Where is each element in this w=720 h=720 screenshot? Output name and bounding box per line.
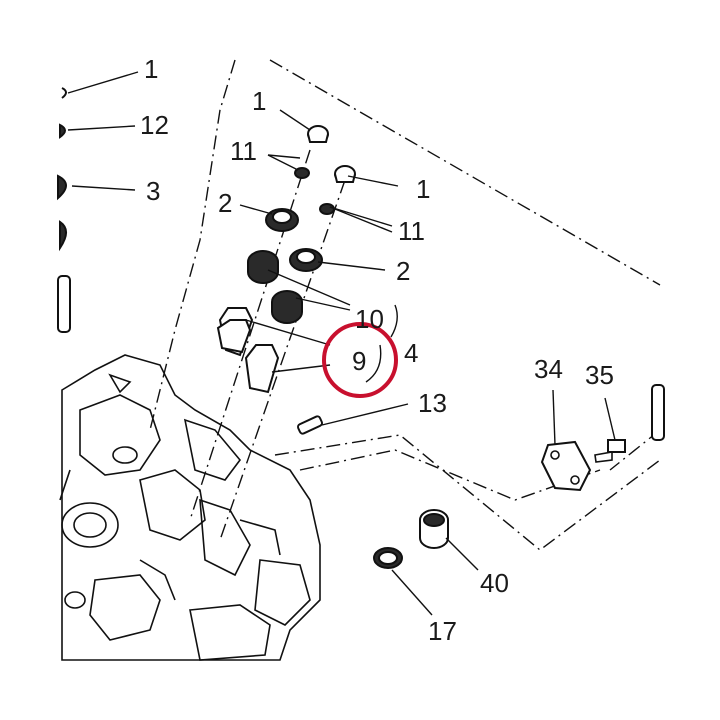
label-part-2-right: 2 (396, 256, 410, 286)
leader-lines (67, 71, 616, 616)
label-part-11-right: 11 (398, 216, 425, 246)
label-part-1-upper: 1 (252, 86, 266, 116)
misc-parts (296, 384, 665, 569)
label-part-9: 9 (352, 346, 366, 376)
label-part-40: 40 (480, 568, 509, 598)
label-part-35: 35 (585, 360, 614, 390)
label-part-10: 10 (355, 304, 384, 334)
label-part-1-top: 1 (144, 54, 158, 84)
label-part-34: 34 (534, 354, 563, 384)
label-part-11-upper: 11 (230, 136, 257, 166)
left-edge-parts (57, 87, 71, 333)
cylinder-head (59, 354, 321, 661)
label-part-3: 3 (146, 176, 160, 206)
valve-assembly-right (244, 165, 356, 394)
valve-assembly-left (216, 125, 329, 357)
label-part-13: 13 (418, 388, 447, 418)
highlight-circle (322, 322, 398, 398)
label-part-1-right: 1 (416, 174, 430, 204)
label-part-17: 17 (428, 616, 457, 646)
label-part-4: 4 (404, 338, 418, 368)
label-part-2-left: 2 (218, 188, 232, 218)
label-part-12: 12 (140, 110, 169, 140)
part-labels: 1 12 3 1 11 1 2 11 2 10 9 4 13 34 35 40 … (140, 54, 614, 646)
